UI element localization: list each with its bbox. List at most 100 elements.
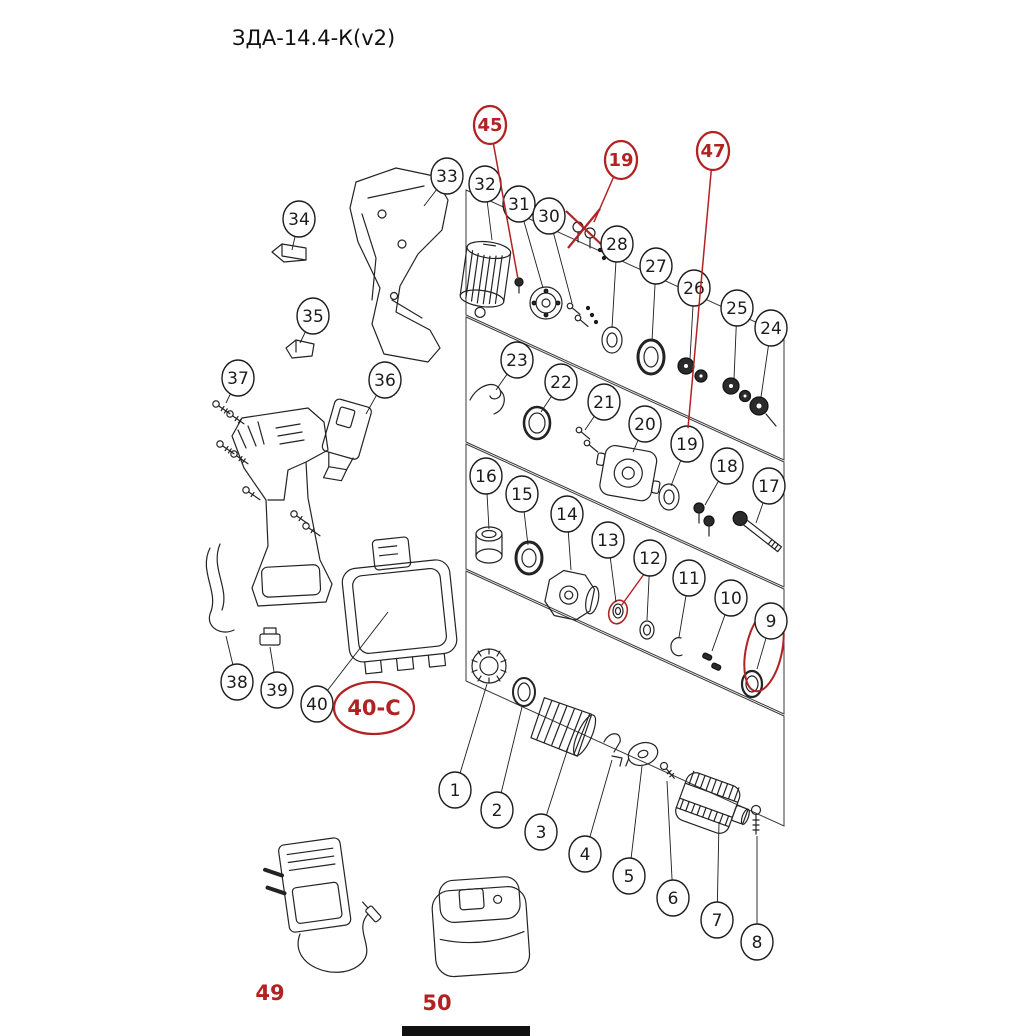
- callout-13: 13: [591, 521, 625, 603]
- callout-37: 37: [221, 359, 255, 404]
- svg-text:12: 12: [639, 549, 661, 569]
- callout-20: 20: [628, 405, 662, 453]
- callout-22: 22: [540, 363, 578, 413]
- part-35-bracket: [285, 339, 315, 359]
- callout-45: 45: [472, 104, 519, 280]
- callout-36: 36: [365, 361, 402, 415]
- callout-33: 33: [423, 157, 464, 207]
- part-10-pins: [702, 652, 722, 671]
- callout-12: 12: [633, 539, 667, 621]
- red-cross-mark: [565, 208, 604, 249]
- svg-text:21: 21: [593, 393, 615, 413]
- svg-text:7: 7: [712, 911, 723, 931]
- svg-text:14: 14: [556, 505, 578, 525]
- svg-text:18: 18: [716, 457, 738, 477]
- svg-text:24: 24: [760, 319, 782, 339]
- part-28-washer: [601, 326, 623, 354]
- callout-5: 5: [612, 765, 646, 895]
- svg-text:6: 6: [668, 889, 679, 909]
- part-20-gearbox: [596, 444, 661, 502]
- svg-text:40: 40: [306, 695, 328, 715]
- svg-text:45: 45: [477, 115, 502, 136]
- callout-16: 16: [469, 457, 503, 530]
- callout-6: 6: [656, 780, 690, 917]
- part-15-bearing: [514, 540, 544, 576]
- svg-text:11: 11: [678, 569, 700, 589]
- red-highlight-12-ellipse: [607, 599, 629, 625]
- callout-31: 31: [502, 185, 544, 289]
- page-title: ЗДА-14.4-К(v2): [232, 26, 396, 50]
- part-30-screws: [566, 302, 599, 327]
- part-5-plate: [625, 741, 659, 767]
- red-marks: [565, 208, 785, 693]
- callout-28: 28: [600, 225, 634, 329]
- part-37-screws: [212, 400, 321, 537]
- callout-30: 30: [532, 197, 573, 304]
- svg-text:2: 2: [492, 801, 503, 821]
- part-6-screw: [659, 761, 675, 779]
- part-8-screw: [750, 804, 762, 835]
- svg-text:37: 37: [227, 369, 249, 389]
- callout-19: 19: [670, 425, 704, 487]
- part-3-collar: [530, 697, 597, 757]
- part-11-circlip: [670, 637, 683, 657]
- callout-25: 25: [720, 289, 754, 380]
- svg-text:27: 27: [645, 257, 667, 277]
- callout-23: 23: [495, 341, 534, 391]
- svg-text:17: 17: [758, 477, 780, 497]
- callout-10: 10: [711, 579, 748, 652]
- callout-27: 27: [639, 247, 673, 342]
- svg-text:38: 38: [226, 673, 248, 693]
- part-17-shaft: [732, 510, 782, 553]
- part-33-housing-shell: [349, 167, 449, 363]
- svg-text:25: 25: [726, 299, 748, 319]
- part-27-bearing: [636, 338, 666, 376]
- callout-1: 1: [438, 683, 488, 809]
- callout-40-C: 40-C: [332, 680, 416, 736]
- callout-19: 19: [593, 139, 639, 223]
- callout-40: 40: [300, 611, 389, 723]
- part-25-gears: [722, 377, 752, 403]
- part-14-housing: [544, 569, 600, 621]
- svg-text:19: 19: [608, 150, 633, 171]
- part-26-gears: [677, 357, 708, 383]
- callout-34: 34: [282, 200, 316, 251]
- svg-text:30: 30: [538, 207, 560, 227]
- callout-18: 18: [704, 447, 744, 506]
- part-7-chuck: [675, 770, 750, 834]
- part-16-cup: [475, 526, 503, 564]
- svg-text:22: 22: [550, 373, 572, 393]
- svg-text:10: 10: [720, 589, 742, 609]
- callout-14: 14: [550, 495, 584, 571]
- svg-text:39: 39: [266, 681, 288, 701]
- callout-9: 9: [754, 602, 788, 670]
- svg-text:1: 1: [450, 781, 461, 801]
- part-50-stand: [431, 876, 531, 978]
- callout-7: 7: [700, 821, 734, 939]
- callout-39: 39: [260, 646, 294, 709]
- svg-text:20: 20: [634, 415, 656, 435]
- part-4-clip: [603, 733, 623, 767]
- callout-4: 4: [568, 759, 613, 873]
- part-39-latch: [259, 627, 281, 646]
- callout-47: 47: [687, 130, 731, 429]
- svg-text:23: 23: [506, 351, 528, 371]
- part-31-endplate: [529, 286, 563, 320]
- part-40-battery: [341, 536, 458, 675]
- parts-artwork: [205, 167, 782, 1036]
- callout-15: 15: [505, 475, 539, 546]
- part-12-ring: [639, 620, 655, 640]
- svg-text:40-C: 40-C: [347, 696, 400, 720]
- svg-text:34: 34: [288, 210, 310, 230]
- svg-text:4: 4: [580, 845, 591, 865]
- part-18-pins: [693, 502, 715, 537]
- svg-text:13: 13: [597, 531, 619, 551]
- part-23-wire: [469, 383, 505, 415]
- cropped-bar: [402, 1026, 530, 1036]
- red-line-12: [620, 569, 648, 607]
- svg-text:16: 16: [475, 467, 497, 487]
- callout-24: 24: [754, 309, 788, 398]
